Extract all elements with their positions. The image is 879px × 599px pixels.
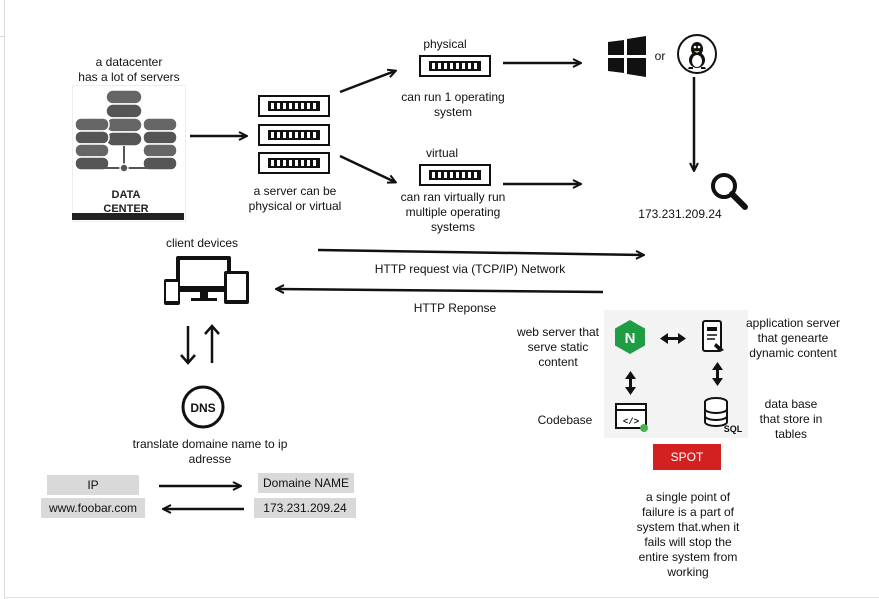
arrow-to-physical: [339, 71, 395, 94]
double-arrow-icon: [660, 333, 686, 344]
web-codebase-arrow-icon: [625, 371, 636, 395]
virtual-title: virtual: [425, 146, 458, 160]
virtual-server-icon: [419, 164, 491, 186]
linux-tux-icon: [677, 34, 717, 74]
codebase-icon: </>: [615, 403, 648, 432]
nginx-icon-text: N: [625, 330, 636, 347]
nginx-icon: N: [615, 320, 645, 354]
client-dns-arrows-icon: [180, 324, 220, 365]
http-request-label: HTTP request via (TCP/IP) Network: [374, 262, 566, 276]
datacenter-image-text: DATA: [112, 189, 141, 201]
spot-badge: SPOT: [653, 444, 721, 470]
arrow-to-virtual: [339, 154, 395, 182]
app-server-icon: [702, 320, 724, 352]
http-response-arrow: [277, 289, 604, 292]
ip-header: IP: [47, 475, 139, 495]
server-rack-icon: [258, 95, 330, 174]
ip-address-label: 173.231.209.24: [638, 207, 722, 221]
database-sql-icon: SQL: [704, 397, 743, 434]
http-request-arrow: [317, 248, 643, 255]
sql-icon-text: SQL: [724, 424, 743, 434]
codebase-caption: Codebase: [537, 413, 593, 427]
domain-header: Domaine NAME: [258, 473, 354, 493]
servers-caption: a server can be physical or virtual: [248, 184, 342, 213]
spot-description: a single point of failure is a part of s…: [636, 490, 740, 579]
http-response-label: HTTP Reponse: [413, 301, 497, 315]
windows-logo-icon: [608, 36, 646, 77]
physical-server-icon: [419, 55, 491, 77]
web-server-caption: web server that serve static content: [516, 325, 600, 369]
domain-value: www.foobar.com: [41, 498, 145, 518]
physical-title: physical: [423, 37, 467, 51]
frame-border: [0, 36, 4, 37]
datacenter-servers-icon: [74, 89, 178, 173]
datacenter-image-bar: [72, 213, 184, 220]
dns-icon-text: DNS: [190, 401, 215, 415]
virtual-caption: can ran virtually run multiple operating…: [400, 190, 506, 234]
search-icon: [711, 173, 748, 210]
database-caption: data base that store in tables: [759, 397, 823, 441]
app-database-arrow-icon: [712, 362, 723, 386]
dns-caption: translate domaine name to ip adresse: [132, 437, 288, 466]
svg-text:</>: </>: [623, 417, 639, 427]
client-devices-icon: [164, 256, 249, 305]
datacenter-caption: a datacenter has a lot of servers: [78, 55, 180, 84]
client-devices-caption: client devices: [165, 236, 239, 250]
frame-border: [4, 0, 5, 599]
ip-value: 173.231.209.24: [254, 498, 356, 518]
datacenter-image-text: CENTER: [103, 203, 148, 215]
dns-icon: DNS: [181, 385, 225, 429]
frame-border: [4, 597, 879, 598]
or-label: or: [654, 49, 666, 63]
physical-caption: can run 1 operating system: [401, 90, 505, 119]
app-server-caption: application server that genearte dynamic…: [745, 316, 841, 360]
